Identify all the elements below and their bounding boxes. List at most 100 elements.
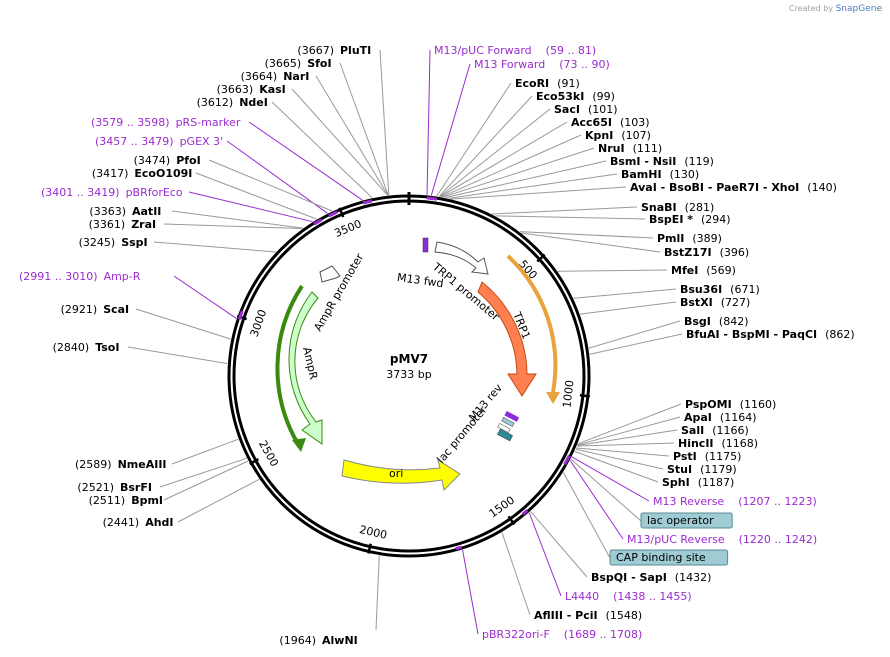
restriction-site-right[interactable]: EcoRI(91) bbox=[515, 77, 580, 90]
site-position: (3361) bbox=[89, 218, 126, 231]
restriction-site-right[interactable]: StuI(1179) bbox=[667, 463, 737, 476]
site-label: AvaI - BsoBI - PaeR7I - XhoI(140) bbox=[630, 181, 837, 194]
restriction-site-left[interactable]: (2840)TsoI bbox=[53, 341, 120, 354]
restriction-site-right[interactable]: PspOMI(1160) bbox=[685, 398, 776, 411]
primer-site-right[interactable]: M13 Reverse(1207 .. 1223) bbox=[653, 495, 817, 508]
site-position: (396) bbox=[720, 246, 750, 259]
restriction-site-right[interactable]: HincII(1168) bbox=[678, 437, 758, 450]
restriction-site-right[interactable]: BspQI - SapI(1432) bbox=[591, 571, 711, 584]
restriction-site-left[interactable]: (2511)BpmI bbox=[89, 494, 163, 507]
primer-site-left[interactable]: (3579 .. 3598)pRS-marker bbox=[91, 116, 241, 129]
leader-line bbox=[159, 457, 247, 488]
restriction-site-right[interactable]: BfuAI - BspMI - PaqCI(862) bbox=[686, 328, 855, 341]
site-name: NarI bbox=[283, 70, 309, 83]
tick-label: 3000 bbox=[248, 308, 270, 339]
site-name: SnaBI bbox=[641, 201, 677, 214]
site-position: (1964) bbox=[279, 634, 316, 647]
restriction-site-right[interactable]: SnaBI (281) bbox=[641, 201, 714, 214]
primer-site-right[interactable]: M13 Forward(73 .. 90) bbox=[474, 58, 610, 71]
restriction-site-left[interactable]: (3361)ZraI bbox=[89, 218, 157, 231]
restriction-site-right[interactable]: BstZ17I(396) bbox=[664, 246, 749, 259]
primer-site-right[interactable]: M13/pUC Forward(59 .. 81) bbox=[434, 44, 596, 57]
site-name: NruI bbox=[598, 142, 625, 155]
restriction-site-left[interactable]: (3664)NarI bbox=[241, 70, 310, 83]
primer-mark bbox=[328, 210, 338, 218]
orf-outline-arrow bbox=[546, 392, 560, 404]
site-name: BpmI bbox=[131, 494, 163, 507]
restriction-site-right[interactable]: MfeI(569) bbox=[671, 264, 736, 277]
restriction-site-left[interactable]: (3665)SfoI bbox=[265, 57, 332, 70]
restriction-site-right[interactable]: BspEI *(294) bbox=[649, 213, 731, 226]
restriction-site-left[interactable]: (2521)BsrFI bbox=[77, 481, 152, 494]
restriction-site-left[interactable]: (3417)EcoO109I bbox=[92, 167, 193, 180]
site-position: (3663) bbox=[217, 83, 254, 96]
restriction-site-right[interactable]: PmlI(389) bbox=[657, 232, 722, 245]
leader-line bbox=[135, 308, 231, 340]
site-name: SacI bbox=[554, 103, 580, 116]
lac-promoter-label: lac promoter bbox=[434, 403, 490, 466]
restriction-site-right[interactable]: BamHI(130) bbox=[621, 168, 699, 181]
primer-site-right[interactable]: pBR322ori-F(1689 .. 1708) bbox=[482, 628, 642, 641]
site-label: BstZ17I(396) bbox=[664, 246, 749, 259]
restriction-site-left[interactable]: (3663)KasI bbox=[217, 83, 286, 96]
leader-line bbox=[576, 447, 670, 457]
leader-line bbox=[462, 549, 479, 635]
m13-rev-feature bbox=[504, 410, 520, 422]
restriction-site-right[interactable]: SalI(1166) bbox=[681, 424, 749, 437]
primer-site-left[interactable]: (3401 .. 3419)pBRforEco bbox=[41, 186, 183, 199]
trp1-feature bbox=[477, 281, 537, 397]
restriction-site-left[interactable]: (2441)AhdI bbox=[103, 516, 174, 529]
primer-site-right[interactable]: M13/pUC Reverse(1220 .. 1242) bbox=[627, 533, 817, 546]
restriction-site-right[interactable]: Bsu36I(671) bbox=[680, 283, 760, 296]
restriction-site-right[interactable]: Eco53kI(99) bbox=[536, 90, 615, 103]
primer-label: pBR322ori-F(1689 .. 1708) bbox=[482, 628, 642, 641]
leader-line bbox=[291, 88, 388, 196]
restriction-site-right[interactable]: SacI(101) bbox=[554, 103, 618, 116]
restriction-site-right[interactable]: SphI(1187) bbox=[662, 476, 734, 489]
restriction-site-right[interactable]: PstI(1175) bbox=[673, 450, 741, 463]
restriction-site-right[interactable]: KpnI(107) bbox=[585, 129, 651, 142]
leader-line bbox=[442, 147, 595, 198]
site-position: (1179) bbox=[700, 463, 737, 476]
callout-text: CAP binding site bbox=[616, 551, 706, 564]
tick-mark-1000 bbox=[579, 394, 590, 398]
restriction-site-left[interactable]: (3245)SspI bbox=[79, 236, 148, 249]
site-name: EcoRI bbox=[515, 77, 549, 90]
primer-site-right[interactable]: L4440(1438 .. 1455) bbox=[565, 590, 692, 603]
site-name: NmeAIII bbox=[118, 458, 167, 471]
leader-line bbox=[163, 223, 303, 230]
site-position: (1166) bbox=[712, 424, 749, 437]
restriction-site-left[interactable]: (2921)ScaI bbox=[61, 303, 130, 316]
restriction-site-right[interactable]: BsmI - NsiI(119) bbox=[610, 155, 714, 168]
leader-line bbox=[445, 160, 607, 199]
restriction-site-left[interactable]: (3612)NdeI bbox=[197, 96, 268, 109]
restriction-site-right[interactable]: AflIII - PciI(1548) bbox=[534, 609, 642, 622]
site-position: (2441) bbox=[103, 516, 140, 529]
feature-callout[interactable]: lac operator bbox=[640, 512, 733, 529]
primer-pos: (1220 .. 1242) bbox=[739, 533, 818, 546]
restriction-site-right[interactable]: BstXI(727) bbox=[680, 296, 750, 309]
restriction-site-right[interactable]: AvaI - BsoBI - PaeR7I - XhoI(140) bbox=[630, 181, 837, 194]
site-name: ApaI bbox=[684, 411, 712, 424]
leader-line bbox=[271, 101, 373, 199]
cap-site-feature bbox=[497, 428, 513, 442]
restriction-site-right[interactable]: Acc65I(103) bbox=[571, 116, 650, 129]
restriction-site-left[interactable]: (3363)AatII bbox=[89, 205, 161, 218]
leader-line bbox=[127, 346, 228, 365]
restriction-site-right[interactable]: ApaI(1164) bbox=[684, 411, 756, 424]
restriction-site-left[interactable]: (3667)PluTI bbox=[297, 44, 371, 57]
restriction-site-left[interactable]: (1964)AlwNI bbox=[279, 634, 357, 647]
site-label: BfuAI - BspMI - PaqCI(862) bbox=[686, 328, 855, 341]
restriction-site-right[interactable]: NruI(111) bbox=[598, 142, 662, 155]
site-position: (281) bbox=[685, 201, 715, 214]
primer-name: Amp-R bbox=[104, 270, 141, 283]
feature-callout[interactable]: CAP binding site bbox=[609, 549, 729, 566]
site-position: (842) bbox=[719, 315, 749, 328]
leader-line bbox=[440, 121, 568, 198]
restriction-site-left[interactable]: (3474)PfoI bbox=[134, 154, 201, 167]
leader-line bbox=[436, 82, 512, 197]
primer-site-left[interactable]: (3457 .. 3479)pGEX 3' bbox=[95, 135, 223, 148]
primer-site-left[interactable]: (2991 .. 3010)Amp-R bbox=[19, 270, 141, 283]
restriction-site-left[interactable]: (2589)NmeAIII bbox=[75, 458, 167, 471]
restriction-site-right[interactable]: BsgI(842) bbox=[684, 315, 749, 328]
